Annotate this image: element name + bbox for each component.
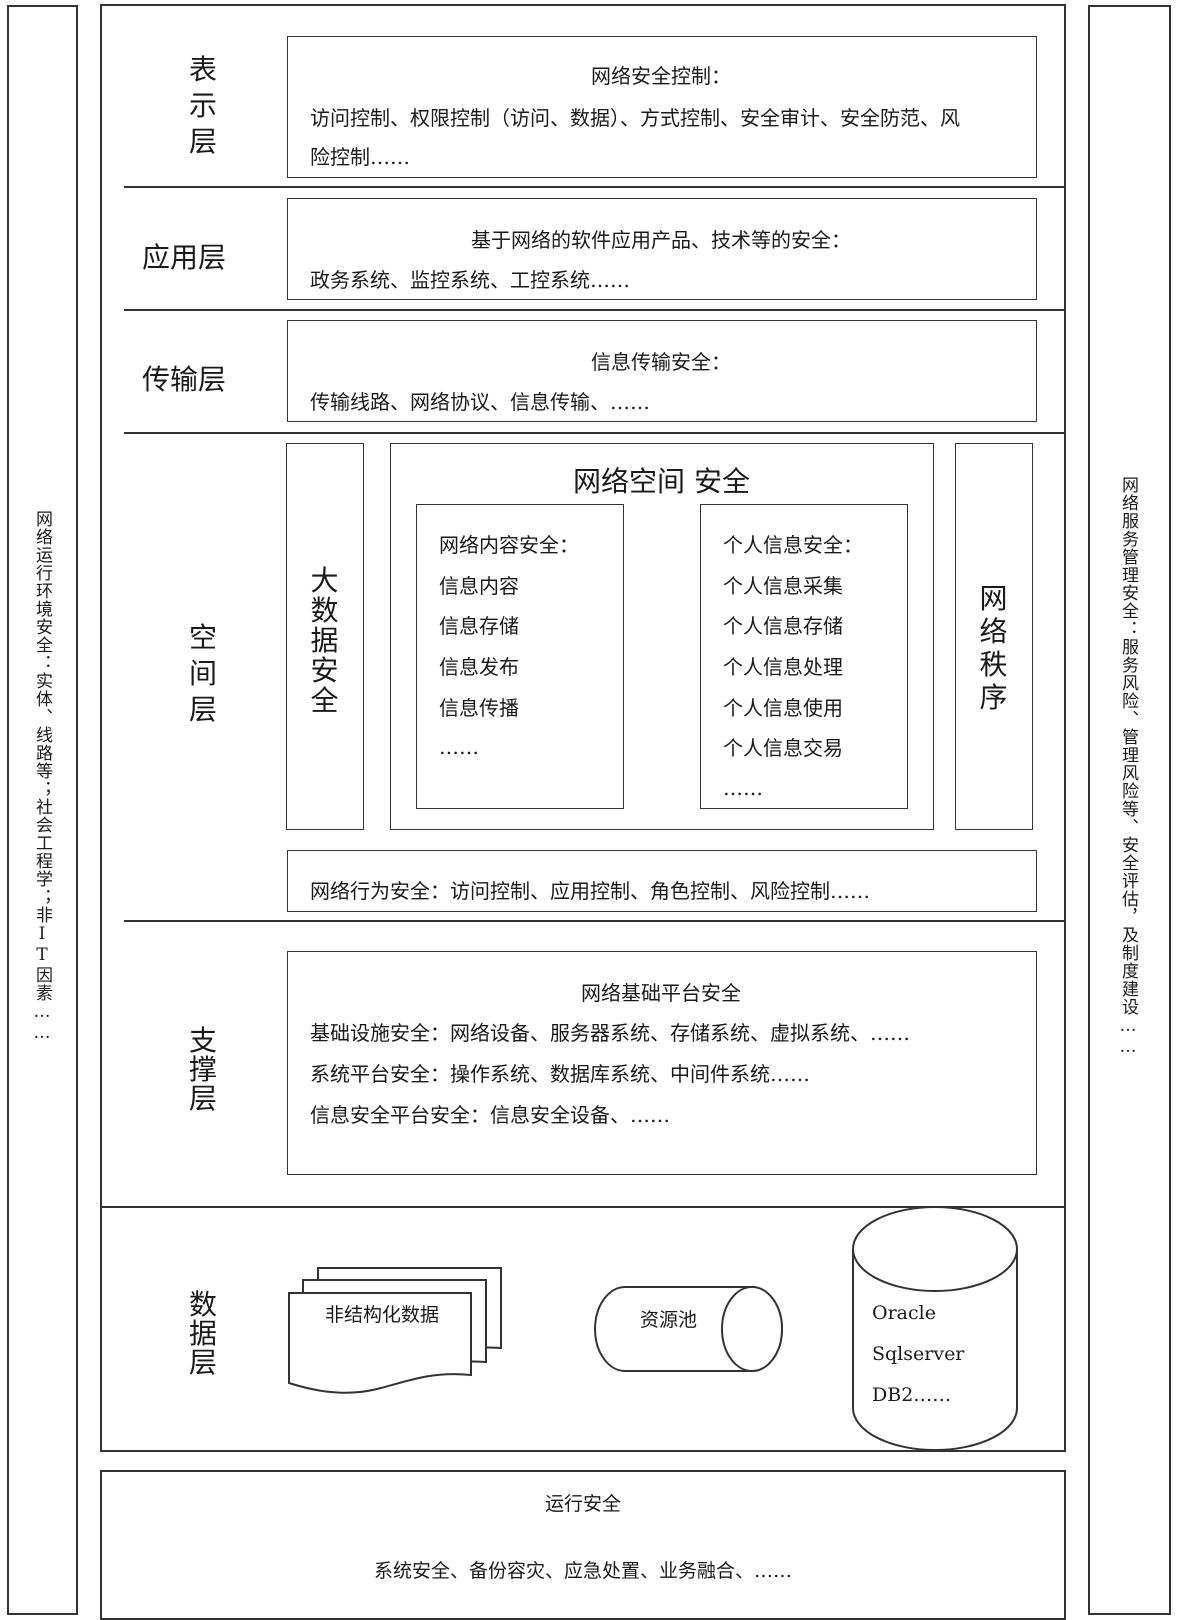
personal-info-security-box: 个人信息安全： 个人信息采集 个人信息存储 个人信息处理 个人信息使用 个人信息…	[700, 504, 908, 809]
right-side-text: 网络服务管理安全：服务风险、管理风险等、安全评估，及制度建设……	[1118, 476, 1138, 1058]
separator	[124, 432, 1066, 434]
left-side-text: 网络运行环境安全：实体、线路等；社会工程学；非IT因素……	[32, 510, 52, 1044]
content-security-box: 网络内容安全： 信息内容 信息存储 信息发布 信息传播 ……	[416, 504, 624, 809]
space-layer-title: 空 间 层	[188, 621, 217, 726]
separator	[124, 309, 1066, 311]
operation-security-box: 运行安全 系统安全、备份容灾、应急处置、业务融合、……	[100, 1470, 1066, 1620]
personal-info-item: 个人信息处理	[723, 655, 843, 679]
separator	[124, 920, 1066, 922]
operation-security-body: 系统安全、备份容灾、应急处置、业务融合、……	[373, 1560, 792, 1582]
content-security-item: 信息内容	[439, 574, 519, 598]
network-behavior-box: 网络行为安全：访问控制、应用控制、角色控制、风险控制……	[287, 850, 1037, 912]
database-label: Oracle Sqlserver DB2……	[872, 1302, 965, 1406]
support-heading: 网络基础平台安全	[581, 981, 741, 1005]
support-box: 网络基础平台安全 基础设施安全：网络设备、服务器系统、存储系统、虚拟系统、…… …	[287, 951, 1037, 1175]
presentation-body-line-2: 险控制……	[310, 145, 410, 169]
network-order-box: 网 络 秩 序	[955, 443, 1033, 830]
support-line: 信息安全平台安全：信息安全设备、……	[310, 1103, 670, 1127]
presentation-heading: 网络安全控制：	[591, 64, 731, 88]
support-layer-title: 支 撑 层	[188, 1024, 217, 1115]
presentation-layer-title: 表 示 层	[188, 53, 217, 158]
personal-info-item: 个人信息存储	[723, 614, 843, 638]
big-data-security-label: 大 数 据 安 全	[310, 564, 339, 717]
cyberspace-security-title: 网络空间 安全	[573, 465, 750, 498]
transport-body: 传输线路、网络协议、信息传输、……	[310, 390, 650, 414]
application-heading: 基于网络的软件应用产品、技术等的安全：	[471, 228, 851, 252]
personal-info-item: 个人信息交易	[723, 736, 843, 760]
transport-layer-title: 传输层	[141, 363, 226, 396]
big-data-security-box: 大 数 据 安 全	[286, 443, 364, 830]
transport-heading: 信息传输安全：	[591, 350, 731, 374]
application-box: 基于网络的软件应用产品、技术等的安全： 政务系统、监控系统、工控系统……	[287, 198, 1037, 300]
application-body: 政务系统、监控系统、工控系统……	[310, 268, 630, 292]
support-line: 系统平台安全：操作系统、数据库系统、中间件系统……	[310, 1062, 810, 1086]
unstructured-data-label: 非结构化数据	[325, 1304, 440, 1326]
operation-security-heading: 运行安全	[544, 1493, 621, 1515]
personal-info-item: ……	[723, 776, 763, 800]
personal-info-item: 个人信息采集	[723, 574, 843, 598]
content-security-item: 信息发布	[439, 655, 519, 679]
data-layer-title: 数 据 层	[188, 1288, 217, 1379]
content-security-item: 信息存储	[439, 614, 519, 638]
content-security-item: ……	[439, 735, 479, 759]
network-order-label: 网 络 秩 序	[979, 582, 1008, 714]
network-behavior-text: 网络行为安全：访问控制、应用控制、角色控制、风险控制……	[310, 879, 870, 903]
main-framework	[100, 4, 1066, 1452]
resource-pool-shape	[594, 1286, 783, 1372]
personal-info-item: 个人信息使用	[723, 696, 843, 720]
separator	[124, 186, 1066, 188]
presentation-body-line-1: 访问控制、权限控制（访问、数据）、方式控制、安全审计、安全防范、风	[310, 106, 960, 130]
content-security-item: 信息传播	[439, 696, 519, 720]
application-layer-title: 应用层	[141, 241, 226, 274]
content-security-heading: 网络内容安全：	[439, 533, 579, 557]
resource-pool-label: 资源池	[640, 1309, 698, 1331]
personal-info-heading: 个人信息安全：	[723, 533, 863, 557]
unstructured-data-shape	[288, 1267, 502, 1394]
cyberspace-security-box: 网络空间 安全	[390, 443, 934, 830]
presentation-box: 网络安全控制： 访问控制、权限控制（访问、数据）、方式控制、安全审计、安全防范、…	[287, 36, 1037, 178]
support-line: 基础设施安全：网络设备、服务器系统、存储系统、虚拟系统、……	[310, 1021, 910, 1045]
transport-box: 信息传输安全： 传输线路、网络协议、信息传输、……	[287, 320, 1037, 422]
database-cylinder-shape	[852, 1206, 1018, 1451]
separator	[100, 1206, 1066, 1208]
